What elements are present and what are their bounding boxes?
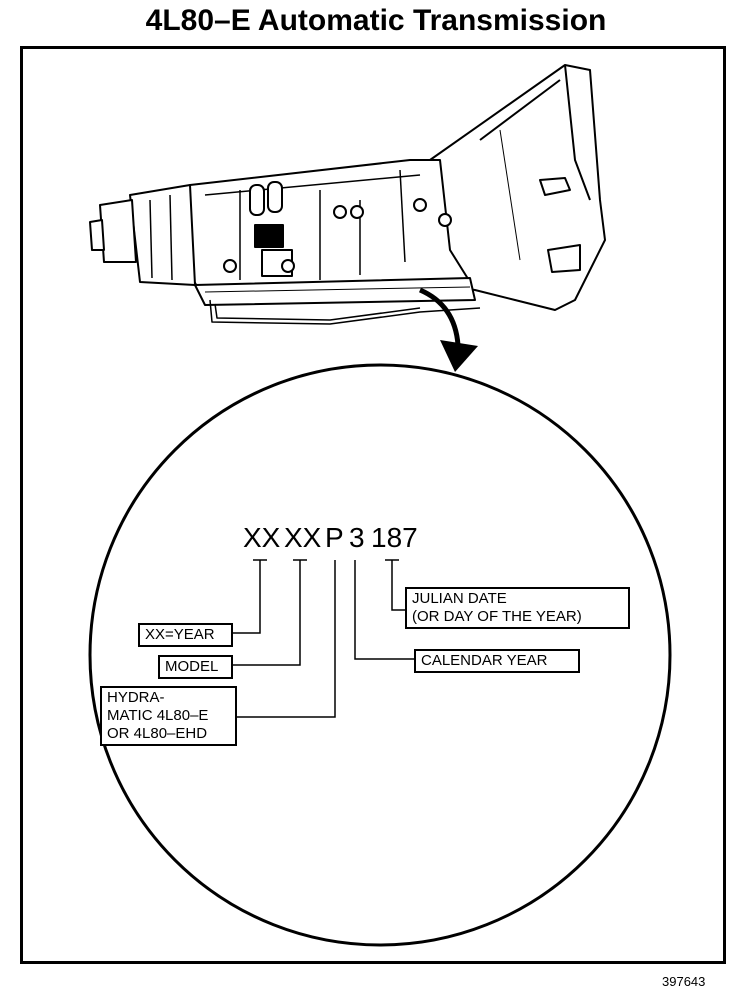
code-plant: P	[325, 522, 344, 553]
hydra-matic-line2: MATIC 4L80–E	[107, 707, 209, 724]
transmission-drawing	[89, 64, 606, 325]
hydra-matic-line3: OR 4L80–EHD	[107, 725, 208, 742]
code-calendar-year: 3	[349, 522, 365, 553]
diagram-frame	[20, 46, 726, 964]
leader-lines	[233, 559, 414, 718]
year-label: XX=YEAR	[138, 623, 233, 647]
code-model: XX	[284, 522, 322, 553]
detail-circle	[88, 363, 672, 947]
calendar-year-label: CALENDAR YEAR	[414, 649, 580, 673]
page-title: 4L80–E Automatic Transmission	[145, 4, 607, 37]
hydra-matic-line1: HYDRA-	[107, 689, 165, 706]
figure-number: 397643	[662, 974, 706, 989]
pointer-arrow	[418, 287, 478, 372]
julian-date-line1: JULIAN DATE	[412, 590, 507, 607]
hydra-matic-label: HYDRA- MATIC 4L80–E OR 4L80–EHD	[100, 686, 237, 746]
julian-date-label: JULIAN DATE (OR DAY OF THE YEAR)	[405, 587, 630, 629]
code-julian: 187	[371, 522, 418, 553]
julian-date-line2: (OR DAY OF THE YEAR)	[412, 608, 582, 625]
model-label: MODEL	[158, 655, 233, 679]
code-year: XX	[243, 522, 281, 553]
